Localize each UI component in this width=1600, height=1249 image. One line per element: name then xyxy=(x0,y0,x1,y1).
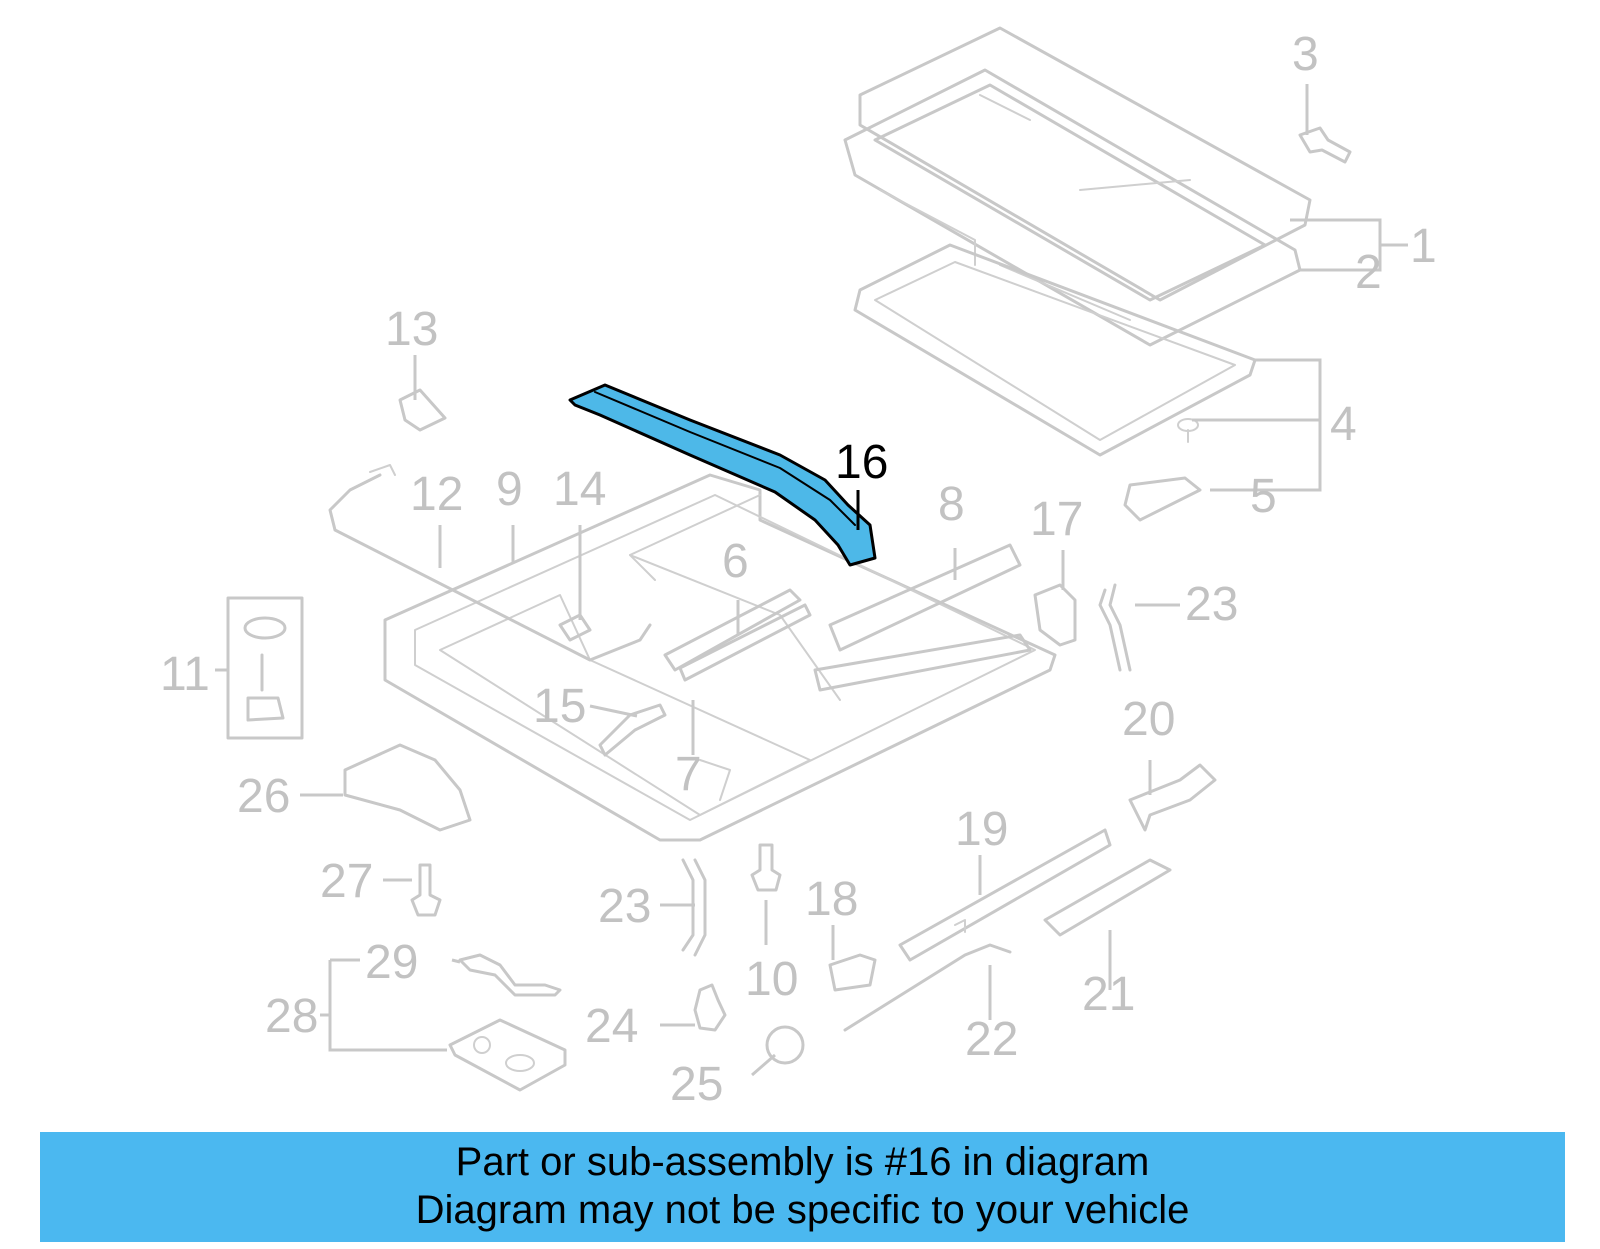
bolt-3 xyxy=(1298,126,1352,164)
bracket-5 xyxy=(1123,418,1202,522)
callout-18: 18 xyxy=(805,873,858,926)
callout-1: 1 xyxy=(1410,220,1437,273)
callout-6: 6 xyxy=(722,535,749,588)
callout-12: 12 xyxy=(410,468,463,521)
drain-hose-23-right xyxy=(1098,583,1132,672)
callout-15: 15 xyxy=(533,680,586,733)
callout-16: 16 xyxy=(835,436,888,489)
callout-11: 11 xyxy=(160,648,210,701)
clip-25 xyxy=(765,1025,805,1065)
callout-labels: 1 2 3 4 5 6 7 8 9 10 11 12 13 14 15 16 1… xyxy=(160,28,1437,1111)
callout-14: 14 xyxy=(553,463,606,516)
callout-13: 13 xyxy=(385,303,438,356)
bolt-27 xyxy=(410,863,442,917)
bracket-13 xyxy=(398,388,447,432)
info-banner: Part or sub-assembly is #16 in diagram D… xyxy=(40,1132,1565,1242)
callout-22: 22 xyxy=(965,1013,1018,1066)
callout-17: 17 xyxy=(1030,493,1083,546)
bracket-20 xyxy=(1128,763,1217,832)
callout-27: 27 xyxy=(320,855,373,908)
callout-26: 26 xyxy=(237,770,290,823)
banner-line-2: Diagram may not be specific to your vehi… xyxy=(415,1188,1190,1232)
callout-4: 4 xyxy=(1330,398,1357,451)
callout-9: 9 xyxy=(496,463,523,516)
callout-25: 25 xyxy=(670,1058,723,1111)
callout-7: 7 xyxy=(675,748,702,801)
drain-hose-23-lower xyxy=(681,858,707,957)
guide-rail-8 xyxy=(813,543,1032,692)
callout-21: 21 xyxy=(1082,968,1135,1021)
callout-23-right: 23 xyxy=(1185,578,1238,631)
callout-5: 5 xyxy=(1250,470,1277,523)
main-sunroof-frame xyxy=(383,473,1057,842)
callout-10: 10 xyxy=(745,953,798,1006)
callout-8: 8 xyxy=(938,478,965,531)
bracket-18 xyxy=(828,953,877,992)
callout-24: 24 xyxy=(585,1000,638,1053)
cable-22 xyxy=(843,943,1012,1032)
bracket-15 xyxy=(598,703,667,757)
plug-box-11 xyxy=(226,596,304,740)
callout-29: 29 xyxy=(365,936,418,989)
bolt-10 xyxy=(750,843,782,892)
sunshade-frame xyxy=(853,243,1257,457)
leader-lines xyxy=(215,84,1408,1077)
sunroof-parts-diagram: 1 2 3 4 5 6 7 8 9 10 11 12 13 14 15 16 1… xyxy=(160,26,1437,1111)
banner-line-1: Part or sub-assembly is #16 in diagram xyxy=(455,1140,1150,1184)
callout-3: 3 xyxy=(1292,28,1319,81)
glass-panel-assembly xyxy=(843,26,1312,347)
rail-21 xyxy=(1043,858,1172,937)
callout-19: 19 xyxy=(955,803,1008,856)
grommet-24 xyxy=(693,983,727,1032)
rail-19 xyxy=(898,828,1112,962)
rail-6-7 xyxy=(663,588,812,682)
cable-12 xyxy=(328,464,652,662)
clip-14 xyxy=(558,613,592,642)
plate-28 xyxy=(448,1018,567,1092)
motor-26 xyxy=(343,743,472,832)
callout-20: 20 xyxy=(1122,693,1175,746)
callout-28: 28 xyxy=(265,990,318,1043)
callout-2: 2 xyxy=(1355,246,1382,299)
part-16-highlighted xyxy=(568,383,877,567)
callout-23-lower: 23 xyxy=(598,880,651,933)
motor-bracket-17 xyxy=(1033,583,1077,647)
lever-29 xyxy=(458,953,562,997)
